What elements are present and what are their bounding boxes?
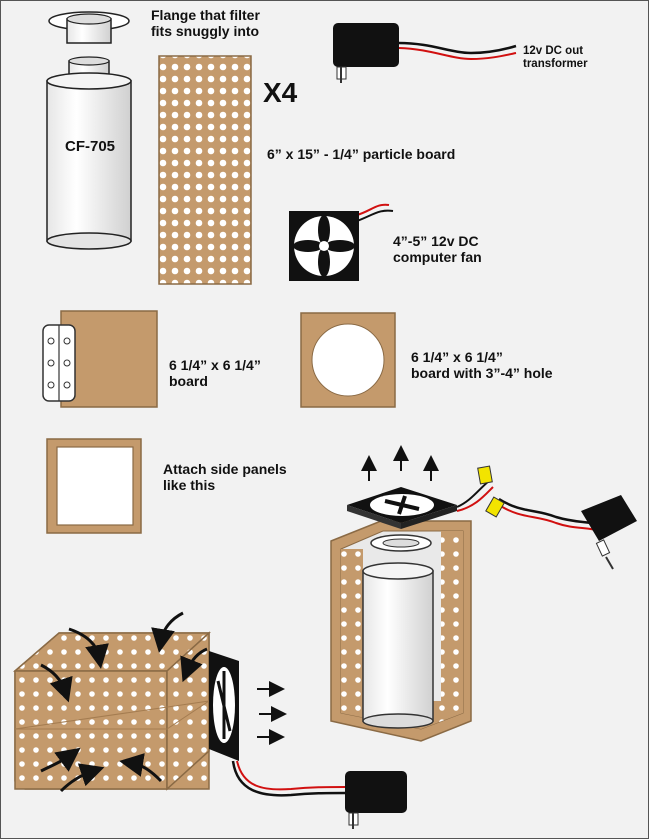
flange-icon: [48, 11, 130, 44]
quantity-label: X4: [263, 77, 298, 108]
assembled-box-upright: [330, 520, 472, 742]
hinge-icon: [42, 324, 76, 402]
holed-board-label: 6 1/4” x 6 1/4” board with 3”-4” hole: [411, 349, 553, 382]
transformer-icon: [345, 771, 407, 829]
fan-icon: [347, 487, 457, 529]
side-panels-label: Attach side panels like this: [163, 461, 287, 494]
hinged-square-board: [42, 310, 158, 408]
arrow-icon: [40, 611, 208, 793]
particle-board-panel: [158, 55, 252, 285]
particle-board-label: 6” x 15” - 1/4” particle board: [267, 146, 456, 162]
flange-label: Flange that filter fits snuggly into: [151, 7, 260, 40]
filter-cylinder-icon: [46, 56, 132, 250]
wiring-horizontal: [231, 760, 407, 829]
fan-icon: [289, 203, 394, 281]
transformer-icon: [581, 495, 637, 570]
assembled-box-horizontal: [12, 631, 239, 791]
holed-square-board: [300, 312, 396, 408]
arrow-icon: [361, 445, 439, 481]
filter-model-label: CF-705: [65, 138, 116, 155]
transformer-icon: [333, 23, 517, 83]
transformer-label: 12v DC out transformer: [523, 45, 588, 71]
arrow-icon: [257, 681, 287, 745]
wiring-assembled: [456, 465, 637, 570]
square-board-label: 6 1/4” x 6 1/4” board: [169, 357, 261, 390]
side-panel-frame: [46, 438, 142, 534]
fan-label: 4”-5” 12v DC computer fan: [393, 233, 482, 266]
